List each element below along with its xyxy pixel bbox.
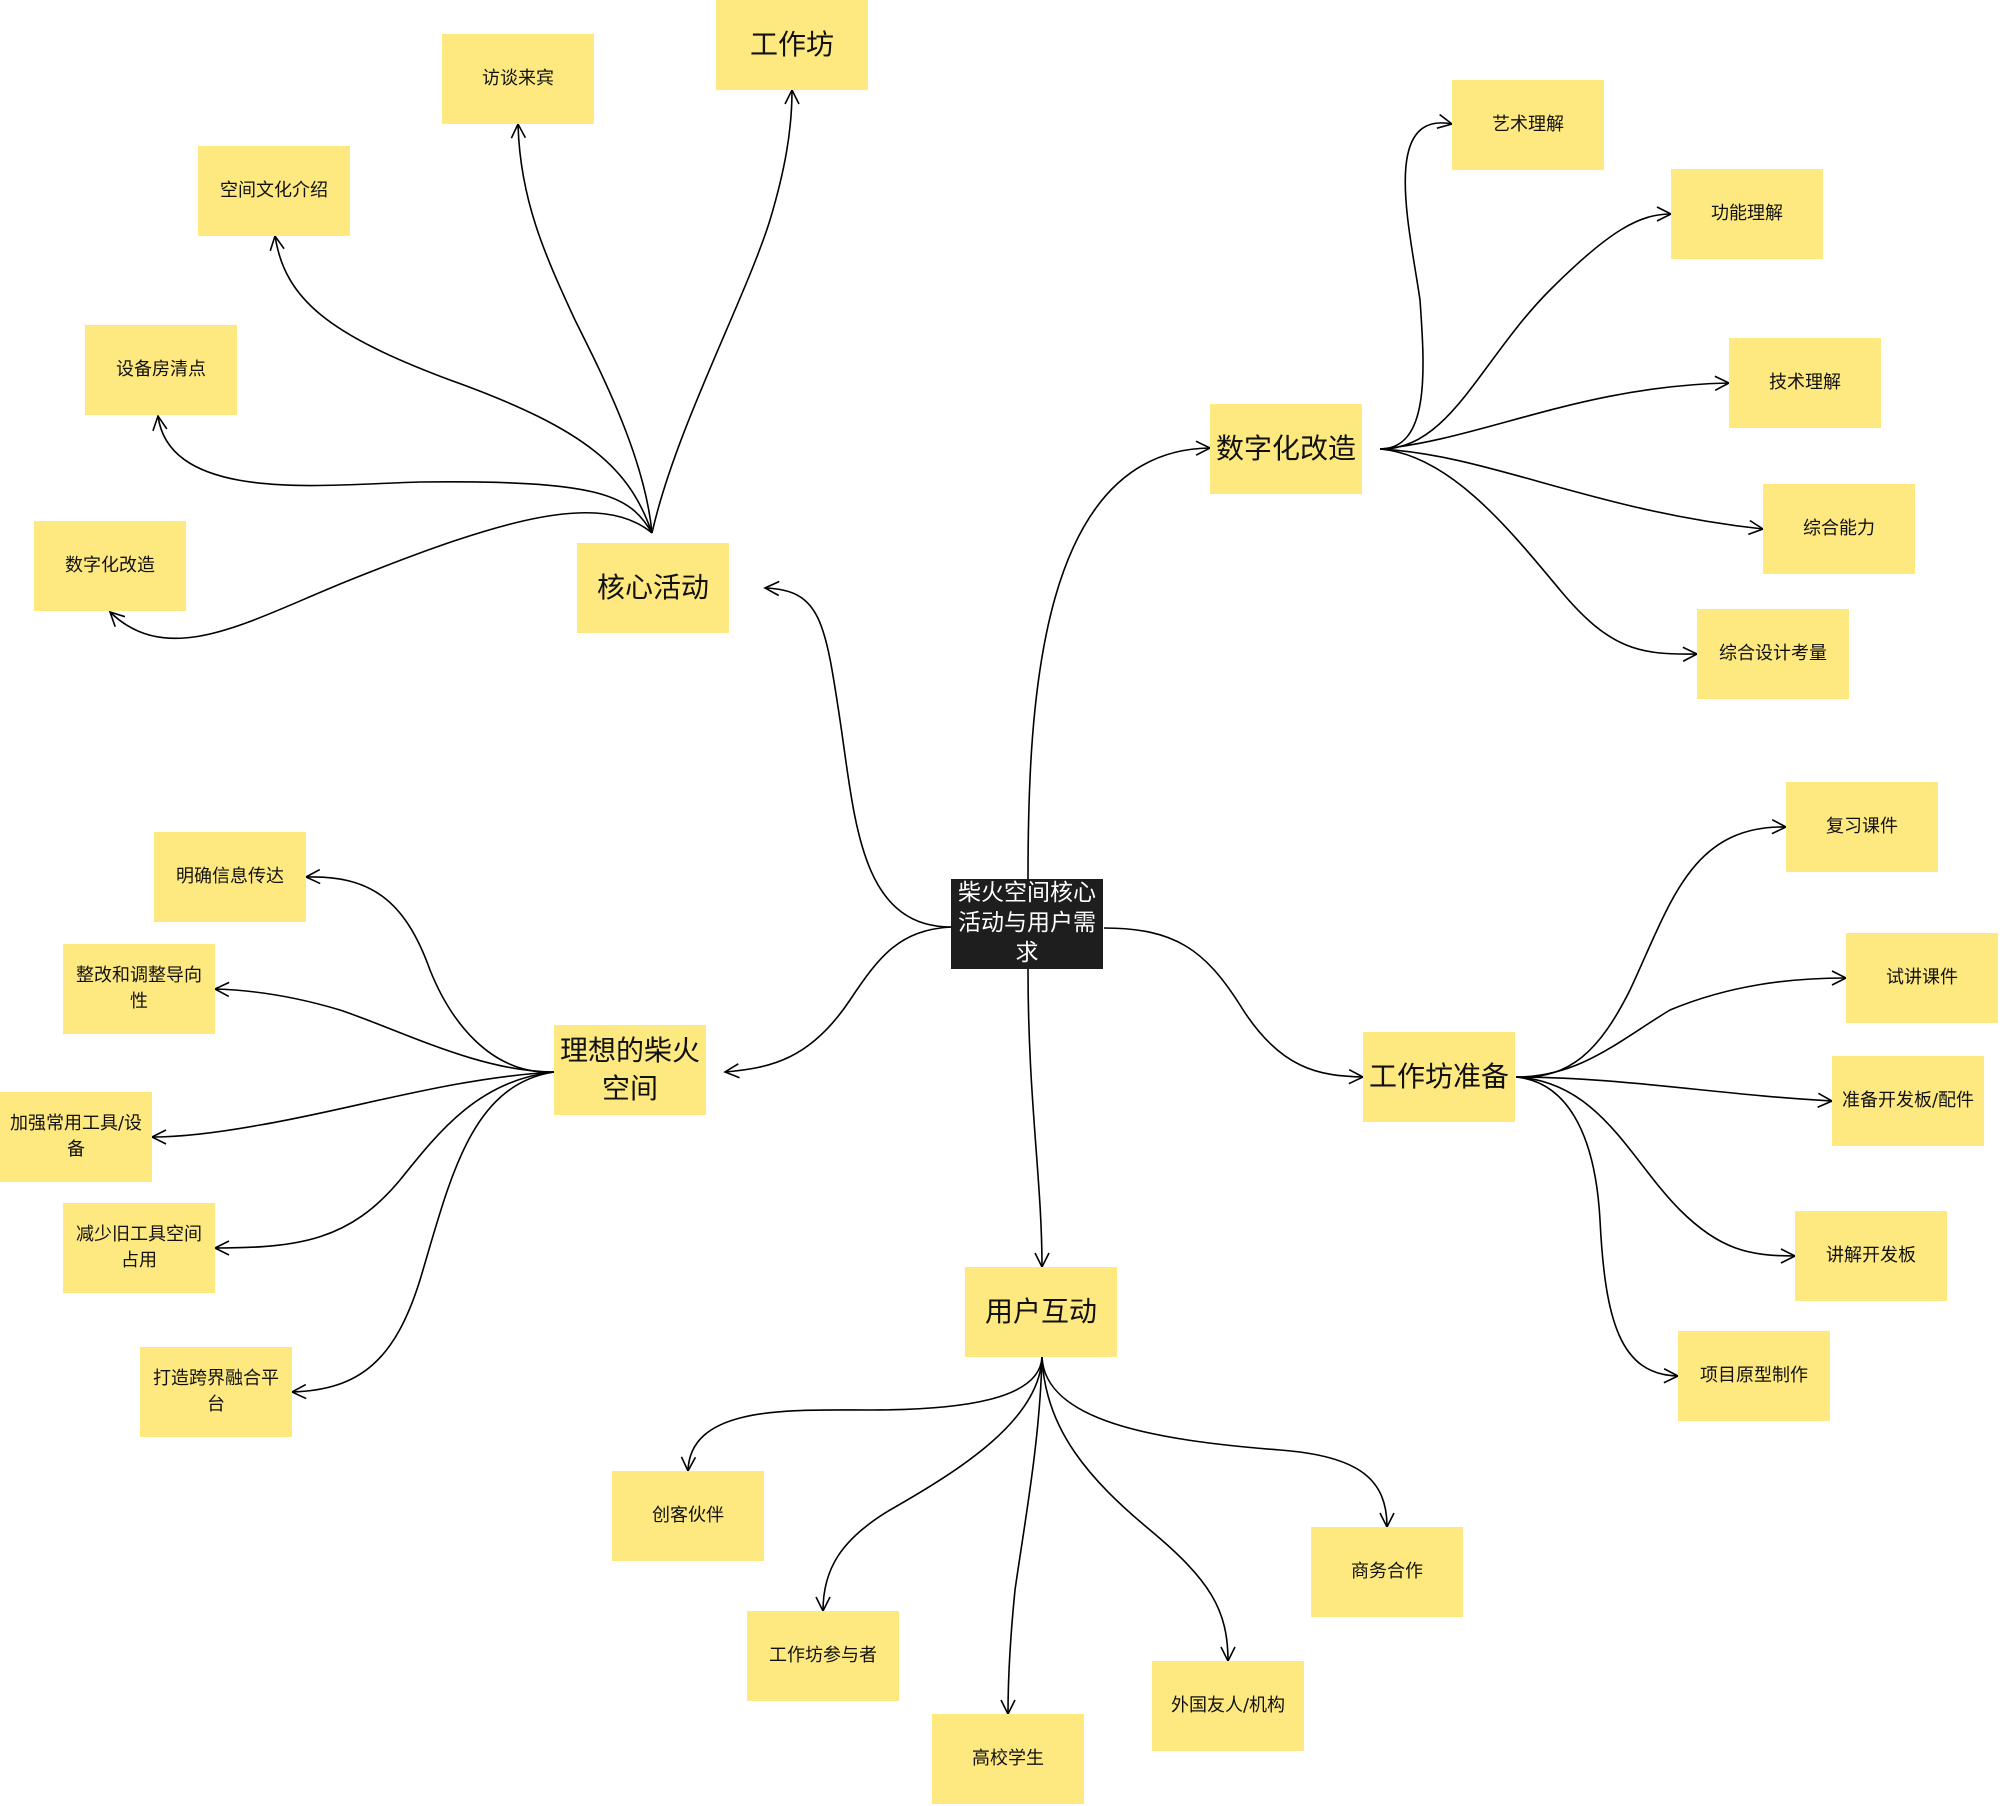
connector-core-culture (269, 234, 653, 534)
connector-root-ideal (723, 926, 952, 1079)
connector-digital-design (1379, 448, 1699, 662)
topic-maker-partners-note[interactable]: 创客伙伴 (612, 1471, 764, 1561)
topic-business-cooperation-note[interactable]: 商务合作 (1311, 1527, 1463, 1617)
topic-digital-transform-note[interactable]: 数字化改造 (34, 521, 186, 611)
connector-root-prep (1103, 927, 1365, 1085)
connector-user-maker (680, 1356, 1043, 1473)
connector-user-student (1000, 1356, 1043, 1716)
connector-root-digital (1027, 440, 1212, 880)
branch-digital-transform-note[interactable]: 数字化改造 (1210, 404, 1362, 494)
connector-ideal-info (304, 868, 555, 1073)
connector-digital-ability (1379, 448, 1765, 536)
connector-digital-art (1379, 113, 1454, 450)
connector-digital-function (1379, 206, 1673, 450)
connector-user-business (1041, 1356, 1395, 1529)
topic-foreign-friends-note[interactable]: 外国友人/机构 (1152, 1661, 1304, 1751)
connector-prep-explain (1515, 1076, 1797, 1264)
topic-university-students-note[interactable]: 高校学生 (932, 1714, 1084, 1804)
connector-core-digital (108, 511, 653, 640)
topic-workshop-participants-note[interactable]: 工作坊参与者 (747, 1611, 899, 1701)
topic-review-slides-note[interactable]: 复习课件 (1786, 782, 1938, 872)
topic-tech-understanding-note[interactable]: 技术理解 (1729, 338, 1881, 428)
connector-root-user (1027, 968, 1050, 1269)
connector-digital-tech (1379, 375, 1731, 450)
topic-space-culture-note[interactable]: 空间文化介绍 (198, 146, 350, 236)
branch-core-activities-note[interactable]: 核心活动 (577, 543, 729, 633)
branch-ideal-space-note[interactable]: 理想的柴火空间 (554, 1025, 706, 1115)
topic-equipment-inventory-note[interactable]: 设备房清点 (85, 325, 237, 415)
connector-prep-boards (1515, 1076, 1834, 1108)
connector-ideal-platform (290, 1071, 555, 1400)
connector-root-core (763, 580, 952, 928)
connector-prep-trial (1515, 970, 1848, 1078)
topic-prepare-boards-note[interactable]: 准备开发板/配件 (1832, 1056, 1984, 1146)
topic-interview-guests-note[interactable]: 访谈来宾 (442, 34, 594, 124)
connector-ideal-oldtools (213, 1071, 555, 1256)
topic-prototype-making-note[interactable]: 项目原型制作 (1678, 1331, 1830, 1421)
topic-crossover-platform-note[interactable]: 打造跨界融合平台 (140, 1347, 292, 1437)
topic-guidance-adjust-note[interactable]: 整改和调整导向性 (63, 944, 215, 1034)
connector-ideal-tools (150, 1071, 555, 1145)
connector-user-participant (815, 1356, 1043, 1613)
topic-workshop-note[interactable]: 工作坊 (716, 0, 868, 90)
topic-overall-ability-note[interactable]: 综合能力 (1763, 484, 1915, 574)
connector-core-workshop (651, 88, 800, 534)
topic-design-considerations-note[interactable]: 综合设计考量 (1697, 609, 1849, 699)
topic-clear-info-note[interactable]: 明确信息传达 (154, 832, 306, 922)
topic-function-understanding-note[interactable]: 功能理解 (1671, 169, 1823, 259)
topic-art-understanding-note[interactable]: 艺术理解 (1452, 80, 1604, 170)
topic-trial-lecture-note[interactable]: 试讲课件 (1846, 933, 1998, 1023)
connector-prep-review (1515, 819, 1788, 1078)
topic-common-tools-note[interactable]: 加强常用工具/设备 (0, 1092, 152, 1182)
branch-workshop-prep-note[interactable]: 工作坊准备 (1363, 1032, 1515, 1122)
topic-old-tools-space-note[interactable]: 减少旧工具空间占用 (63, 1203, 215, 1293)
root-topic-note[interactable]: 柴火空间核心活动与用户需求 (951, 879, 1103, 969)
connector-user-foreign (1041, 1356, 1236, 1663)
topic-explain-boards-note[interactable]: 讲解开发板 (1795, 1211, 1947, 1301)
connector-prep-prototype (1515, 1076, 1680, 1384)
connector-core-equipment (152, 414, 653, 534)
connector-ideal-guide (213, 981, 555, 1073)
connector-core-interview (510, 122, 653, 534)
branch-user-interaction-note[interactable]: 用户互动 (965, 1267, 1117, 1357)
